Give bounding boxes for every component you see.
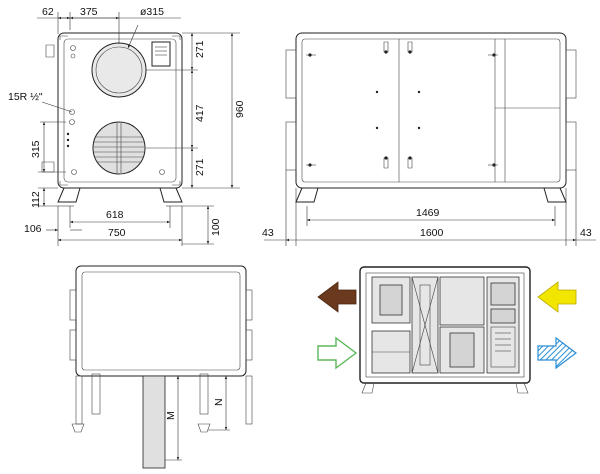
dim-960: 960	[234, 100, 246, 118]
front-housing	[57, 32, 183, 189]
front-view: 62 375 ø315 15R ½" 271 417 960 271 315 1…	[8, 6, 246, 246]
filter-upper	[439, 276, 485, 326]
arrow-extract-out	[317, 281, 357, 313]
dim-750: 750	[108, 227, 126, 239]
dim-1600: 1600	[420, 227, 444, 239]
top-duct-circle	[91, 42, 147, 98]
side-housing	[295, 32, 567, 189]
front-leg-right	[159, 187, 183, 203]
side-leg-left	[295, 187, 319, 203]
dim-thread: 15R ½"	[8, 91, 43, 103]
arrow-fresh-in	[317, 336, 358, 370]
dim-43-left: 43	[262, 227, 274, 239]
airflow-view	[317, 266, 577, 394]
control-box	[151, 41, 171, 67]
dim-n: N	[213, 398, 225, 406]
top-view: M N	[69, 265, 253, 469]
arrow-supply-in	[537, 281, 577, 313]
front-leg-left	[57, 187, 81, 203]
dim-271-bottom: 271	[194, 158, 206, 176]
side-view: 1469 1600 43 43	[262, 32, 596, 246]
dim-62: 62	[42, 6, 54, 18]
top-housing	[75, 265, 247, 377]
dim-315-side: 315	[30, 140, 42, 158]
dim-diameter-315: ø315	[140, 6, 164, 18]
fan-grille-circle	[92, 121, 146, 175]
dim-100: 100	[210, 218, 222, 236]
duct-column	[142, 375, 166, 469]
dim-106: 106	[24, 223, 42, 235]
dim-618: 618	[106, 209, 124, 221]
side-leg-right	[543, 187, 567, 203]
dim-43-right: 43	[580, 227, 592, 239]
arrow-exhaust-out	[537, 336, 577, 370]
dim-112: 112	[30, 191, 42, 208]
dim-1469: 1469	[416, 207, 440, 219]
dim-375: 375	[80, 6, 98, 18]
dim-271-top: 271	[194, 40, 206, 58]
dim-m: M	[165, 411, 177, 420]
dim-417: 417	[194, 104, 206, 122]
